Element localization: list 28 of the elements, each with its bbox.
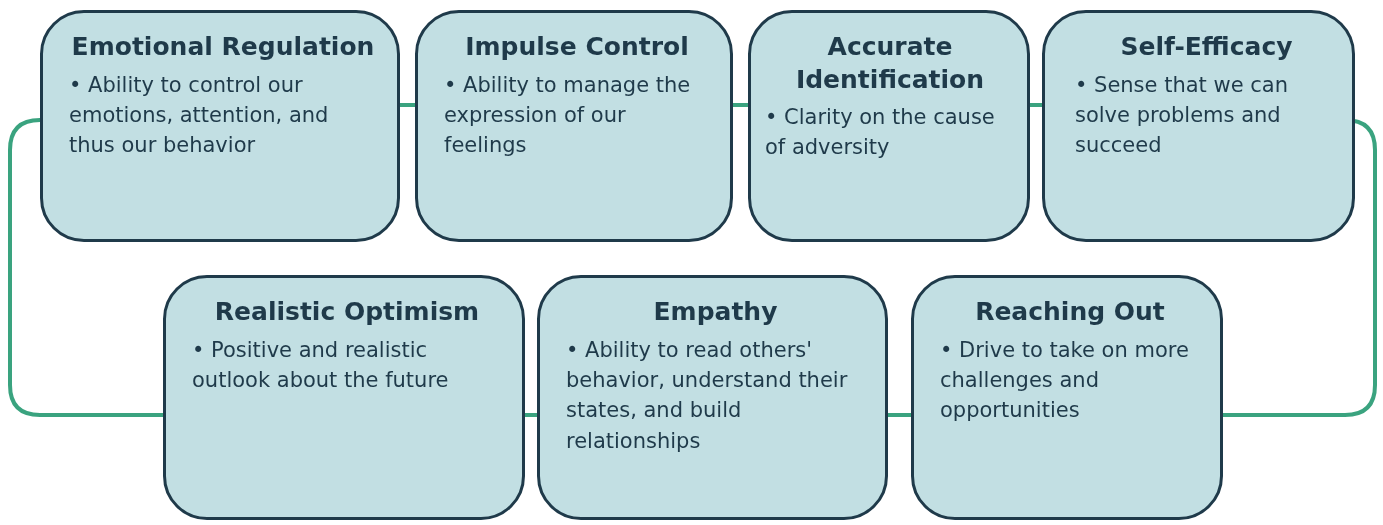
connector-line	[400, 103, 415, 107]
skill-description: • Ability to read others' behavior, understand their states, and build relationships	[566, 336, 849, 455]
skill-title: Impulse Control	[464, 31, 690, 63]
skill-description: • Ability to control our emotions, attention, and thus our behavior	[69, 71, 330, 160]
connector-line	[1030, 103, 1042, 107]
skill-title: Reaching Out	[974, 296, 1166, 328]
skill-description: • Positive and realistic outlook about the future	[192, 336, 450, 394]
skill-title: Empathy	[652, 296, 779, 328]
skill-box	[911, 275, 1223, 520]
skill-box	[1042, 10, 1355, 242]
skill-description: • Drive to take on more challenges and opportunities	[940, 336, 1190, 425]
connector-line	[8, 118, 163, 417]
skill-description: • Sense that we can solve problems and succeed	[1075, 71, 1289, 160]
connector-line	[888, 413, 911, 417]
connector-line	[525, 413, 537, 417]
skill-title: Self-Efficacy	[1119, 31, 1294, 63]
skill-title: Realistic Optimism	[213, 296, 481, 328]
skill-box	[40, 10, 400, 242]
skill-description: • Ability to manage the expression of our feelings	[444, 71, 692, 160]
skill-box	[748, 10, 1030, 242]
connector-line	[733, 103, 748, 107]
connector-line	[1223, 118, 1377, 417]
skill-description: • Clarity on the cause of adversity	[765, 104, 996, 162]
skill-box	[163, 275, 525, 520]
skill-box	[537, 275, 888, 520]
skill-title: Accurate Identification	[794, 31, 986, 96]
skill-box	[415, 10, 733, 242]
skill-title: Emotional Regulation	[70, 31, 376, 63]
